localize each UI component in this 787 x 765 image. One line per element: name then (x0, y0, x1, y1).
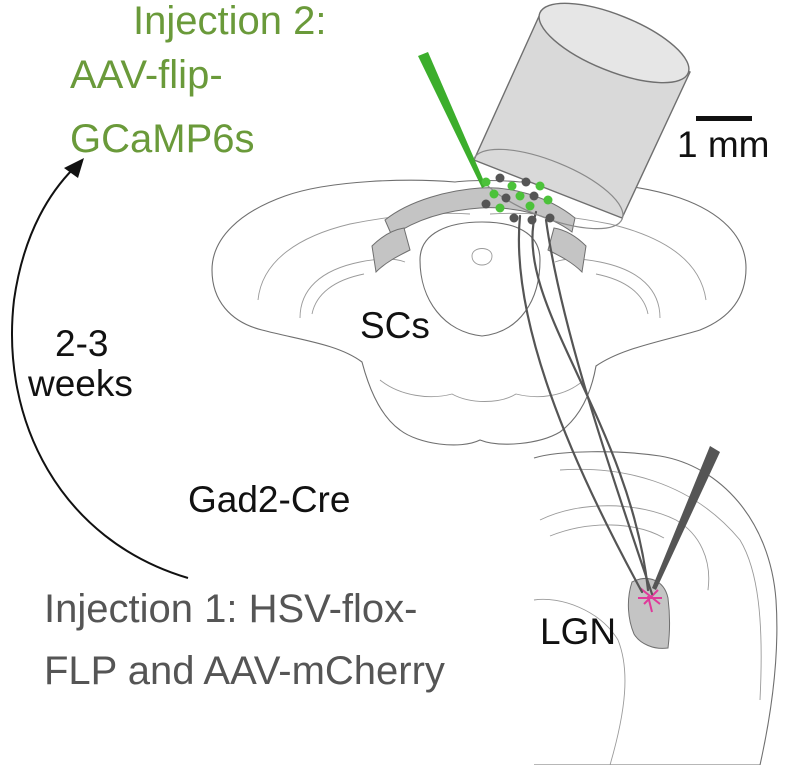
sc-lateral-left (371, 227, 411, 274)
scale-bar-label: 1 mm (677, 124, 770, 165)
injection1-label-line1: Injection 1: HSV-flox- (44, 587, 418, 631)
hippocampus-lower (539, 505, 710, 591)
brainstem-base (379, 379, 585, 402)
mouse-line-label: Gad2-Cre (188, 479, 350, 520)
injection2-label-line1: Injection 2: (133, 0, 326, 43)
cortex-inner-line (257, 212, 707, 301)
sc-section-outline (211, 179, 747, 446)
lgn-label: LGN (540, 611, 616, 652)
hippocampus-right (554, 258, 661, 319)
lgn-region (627, 578, 670, 649)
injection2-pipette (418, 52, 486, 188)
injection2-label-line2: AAV-flip- (70, 53, 223, 97)
midbrain-core (419, 221, 541, 337)
superior-colliculus-region (384, 187, 576, 237)
axon-projections (517, 210, 654, 596)
lgn-section-outline (533, 451, 778, 765)
injection1-label-line2: FLP and AAV-mCherry (44, 649, 445, 693)
mcherry-neurons (638, 587, 662, 613)
interval-label-line1: 2-3 (55, 323, 108, 364)
sc-cells (481, 173, 555, 225)
time-arrow-head (64, 158, 84, 178)
sc-lateral-right (547, 227, 587, 274)
objective-top (538, 2, 690, 84)
scale-bar (696, 116, 752, 121)
injection2-label-line3: GCaMP6s (70, 117, 255, 161)
cranial-window-objective (472, 2, 691, 230)
lgn-cortex-line (559, 468, 762, 701)
sc-coronal-section (211, 179, 747, 446)
thalamus-line (533, 598, 626, 765)
scs-label: SCs (360, 305, 430, 346)
aqueduct (471, 248, 493, 266)
interval-label-line2: weeks (27, 363, 133, 404)
lgn-coronal-section (533, 446, 778, 765)
time-arrow (11, 167, 189, 579)
injection1-pipette (652, 446, 720, 590)
